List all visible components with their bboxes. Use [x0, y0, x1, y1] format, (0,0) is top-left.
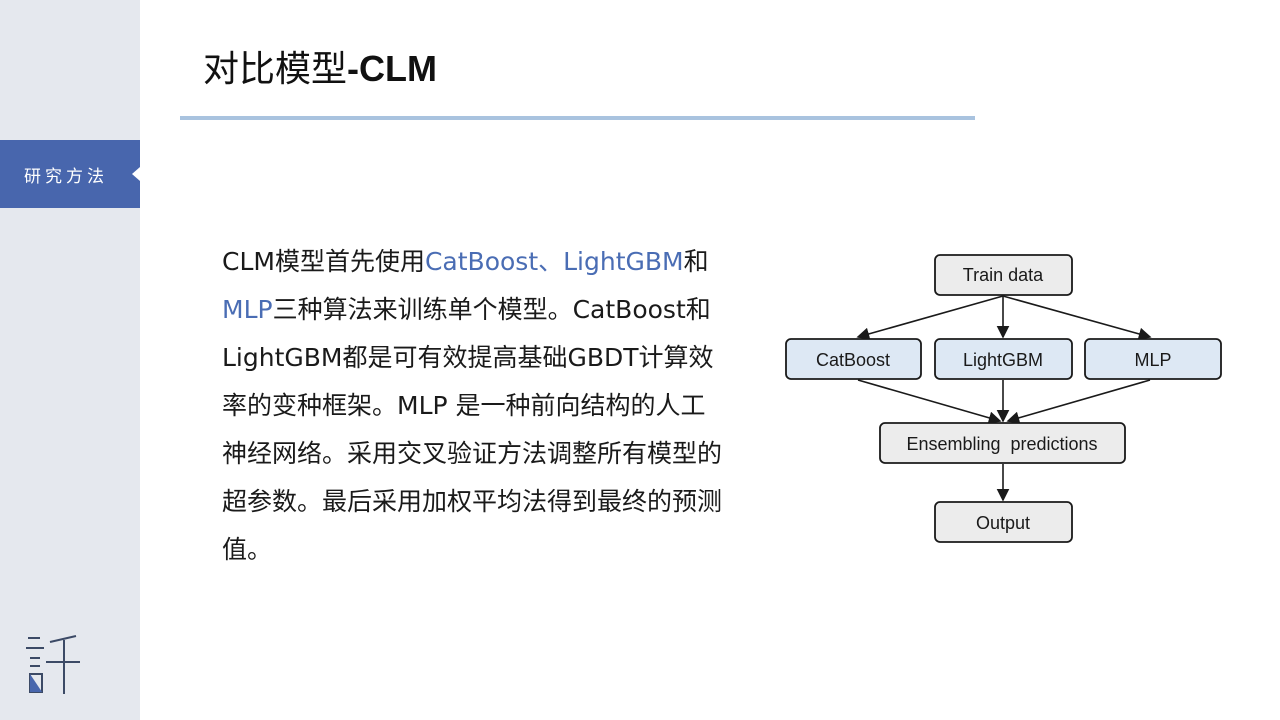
logo-icon	[26, 635, 80, 694]
body-segment: 三种算法来训练单个模型。	[272, 295, 573, 324]
page-title-en: -CLM	[347, 48, 437, 89]
body-paragraph: CLM模型首先使用CatBoost、LightGBM和 MLP三种算法来训练单个模…	[222, 238, 722, 574]
node-output-label: Output	[976, 513, 1030, 533]
node-lightgbm-label: LightGBM	[963, 350, 1043, 370]
body-segment-highlight: MLP	[222, 295, 273, 324]
tab-notch-indicator	[132, 167, 140, 181]
edge-catboost-ensemble	[857, 379, 1002, 425]
edge-train-mlp	[1002, 295, 1152, 341]
page-title-cn: 对比模型	[203, 49, 348, 90]
node-train-data: Train data	[934, 254, 1073, 296]
body-segment: CatBoost和LightGBM都是可有效提高基础GBDT计算效率的变种框架。…	[222, 295, 723, 564]
edge-train-catboost	[856, 295, 1004, 341]
node-ensembling-predictions: Ensembling predictions	[879, 422, 1126, 464]
edge-mlp-ensemble	[1006, 379, 1151, 425]
title-divider	[180, 116, 975, 120]
flowchart-diagram: Train data CatBoost LightGBM MLP Ensembl…	[785, 254, 1222, 543]
node-output: Output	[934, 501, 1073, 543]
section-tab-label: 研究方法	[24, 166, 108, 187]
body-segment: 和	[683, 247, 709, 276]
section-tab[interactable]: 研究方法	[0, 140, 140, 208]
body-segment: CLM模型首先使用	[222, 247, 425, 276]
node-catboost-label: CatBoost	[816, 350, 890, 370]
body-segment-highlight: CatBoost、LightGBM	[424, 247, 684, 276]
node-mlp-label: MLP	[1134, 350, 1171, 370]
node-lightgbm: LightGBM	[934, 338, 1073, 380]
page-title: 对比模型-CLM	[203, 40, 437, 92]
sidebar: 研究方法	[0, 0, 140, 720]
node-ensembling-label: Ensembling predictions	[906, 434, 1097, 454]
node-train-data-label: Train data	[963, 265, 1044, 285]
node-catboost: CatBoost	[785, 338, 922, 380]
node-mlp: MLP	[1084, 338, 1222, 380]
